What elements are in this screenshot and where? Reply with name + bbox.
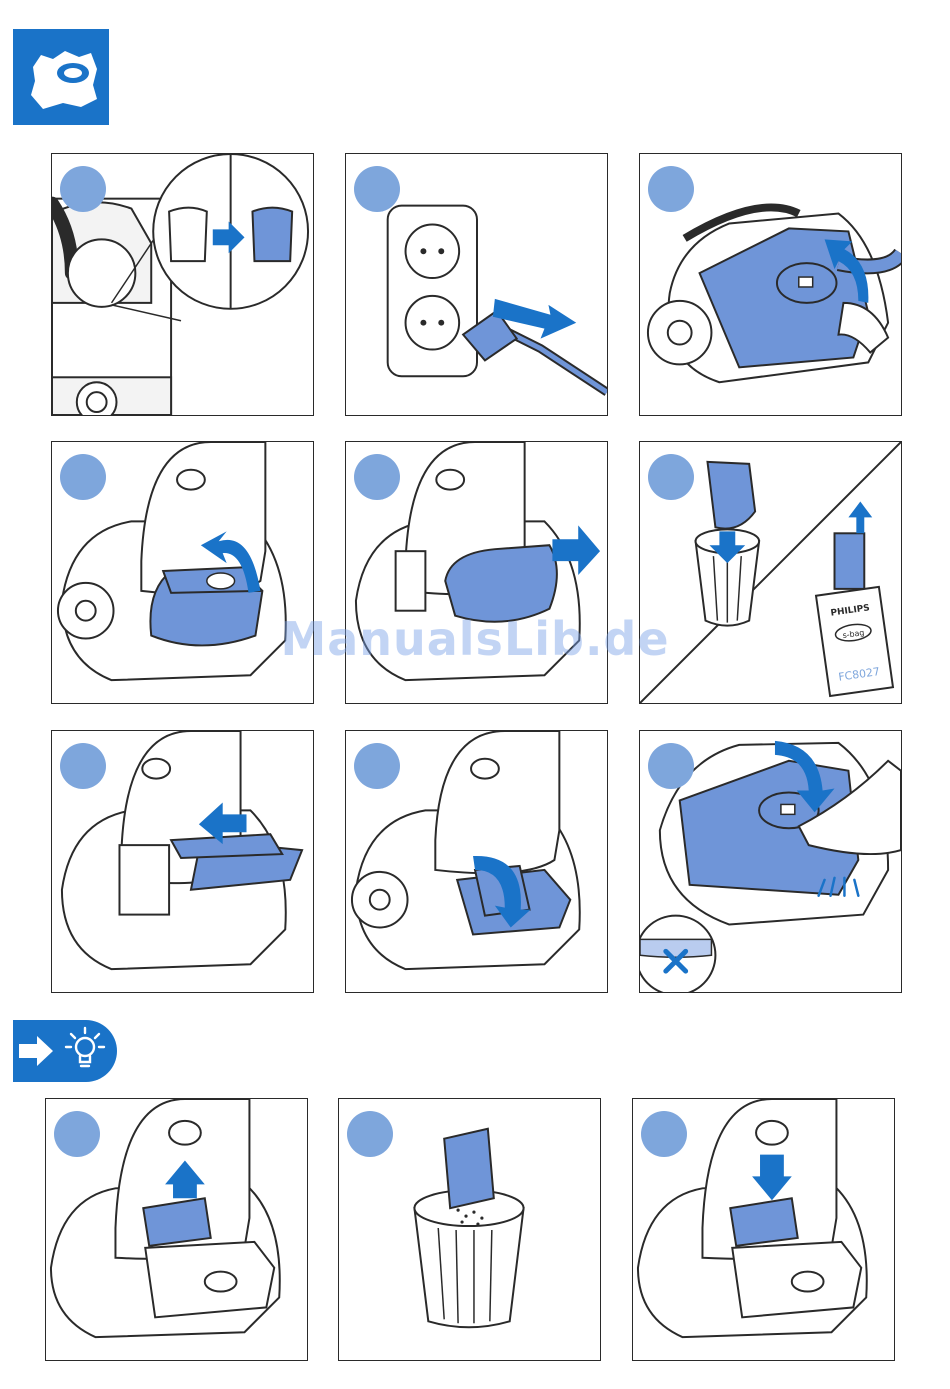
step-badge (347, 1111, 393, 1157)
step-badge (60, 166, 106, 212)
step-badge (648, 166, 694, 212)
step-badge (354, 454, 400, 500)
step-panel-10 (45, 1098, 308, 1361)
step-panel-9 (639, 730, 902, 993)
step-badge (60, 454, 106, 500)
step-panel-5 (345, 441, 608, 704)
step-badge (648, 743, 694, 789)
step-badge (60, 743, 106, 789)
tip-badge (13, 1020, 117, 1082)
step-panel-12 (632, 1098, 895, 1361)
step-panel-11 (338, 1098, 601, 1361)
dust-bag-header-tile (13, 29, 109, 125)
step-panel-6: PHILIPS s-bag FC8027 (639, 441, 902, 704)
step-panel-8 (345, 730, 608, 993)
dust-bag-icon (13, 29, 109, 125)
step-badge (641, 1111, 687, 1157)
step-badge (354, 166, 400, 212)
step-panel-7 (51, 730, 314, 993)
step-badge (354, 743, 400, 789)
step-panel-1 (51, 153, 314, 416)
step-badge (54, 1111, 100, 1157)
step-panel-3 (639, 153, 902, 416)
step-panel-4 (51, 441, 314, 704)
step-panel-2 (345, 153, 608, 416)
step-badge (648, 454, 694, 500)
